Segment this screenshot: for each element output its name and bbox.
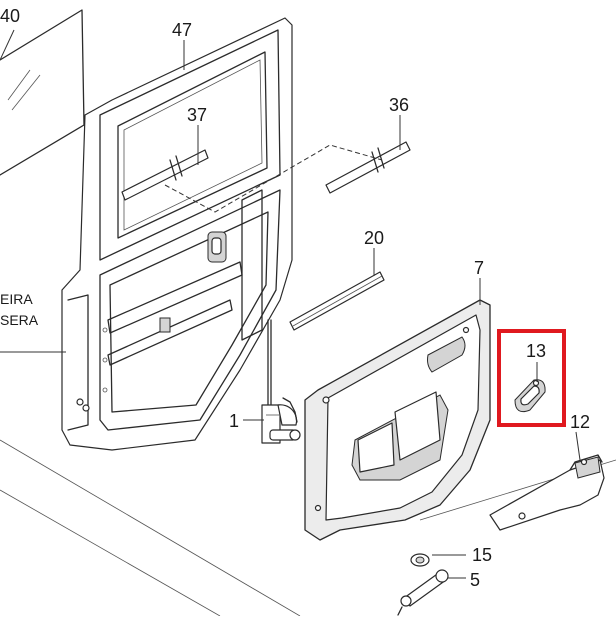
callout-7[interactable]: 7 — [474, 258, 484, 278]
part-5-link-rod[interactable] — [397, 569, 449, 616]
side-label: EIRA SERA — [0, 291, 39, 328]
callout-36[interactable]: 36 — [389, 95, 409, 115]
callout-37[interactable]: 37 — [187, 105, 207, 125]
part-12-armrest-handle[interactable] — [489, 454, 605, 531]
callout-1[interactable]: 1 — [229, 411, 239, 431]
callout-15[interactable]: 15 — [472, 545, 492, 565]
part-40-glass — [0, 9, 85, 176]
part-47-door-frame[interactable] — [61, 17, 293, 451]
part-37-channel-strip[interactable] — [121, 149, 209, 201]
callout-5[interactable]: 5 — [470, 570, 480, 590]
side-label-line1: EIRA — [0, 291, 33, 307]
side-label-line2: SERA — [0, 312, 39, 328]
part-13-handle-bezel[interactable] — [514, 379, 546, 413]
part-20-weather-strip[interactable] — [289, 271, 385, 331]
part-7-door-panel[interactable] — [304, 299, 491, 541]
callouts: 40 47 37 36 20 7 13 12 1 15 5 — [0, 6, 590, 590]
callout-40[interactable]: 40 — [0, 6, 20, 26]
dashed-connection — [164, 144, 383, 213]
callout-47[interactable]: 47 — [172, 20, 192, 40]
part-15-nut[interactable] — [410, 553, 430, 567]
part-36-strip[interactable] — [325, 141, 411, 194]
part-1-window-regulator[interactable] — [261, 319, 301, 444]
highlight-box — [497, 329, 566, 427]
callout-20[interactable]: 20 — [364, 228, 384, 248]
leader-lines — [0, 29, 581, 579]
callout-13[interactable]: 13 — [526, 341, 546, 361]
callout-12[interactable]: 12 — [570, 412, 590, 432]
